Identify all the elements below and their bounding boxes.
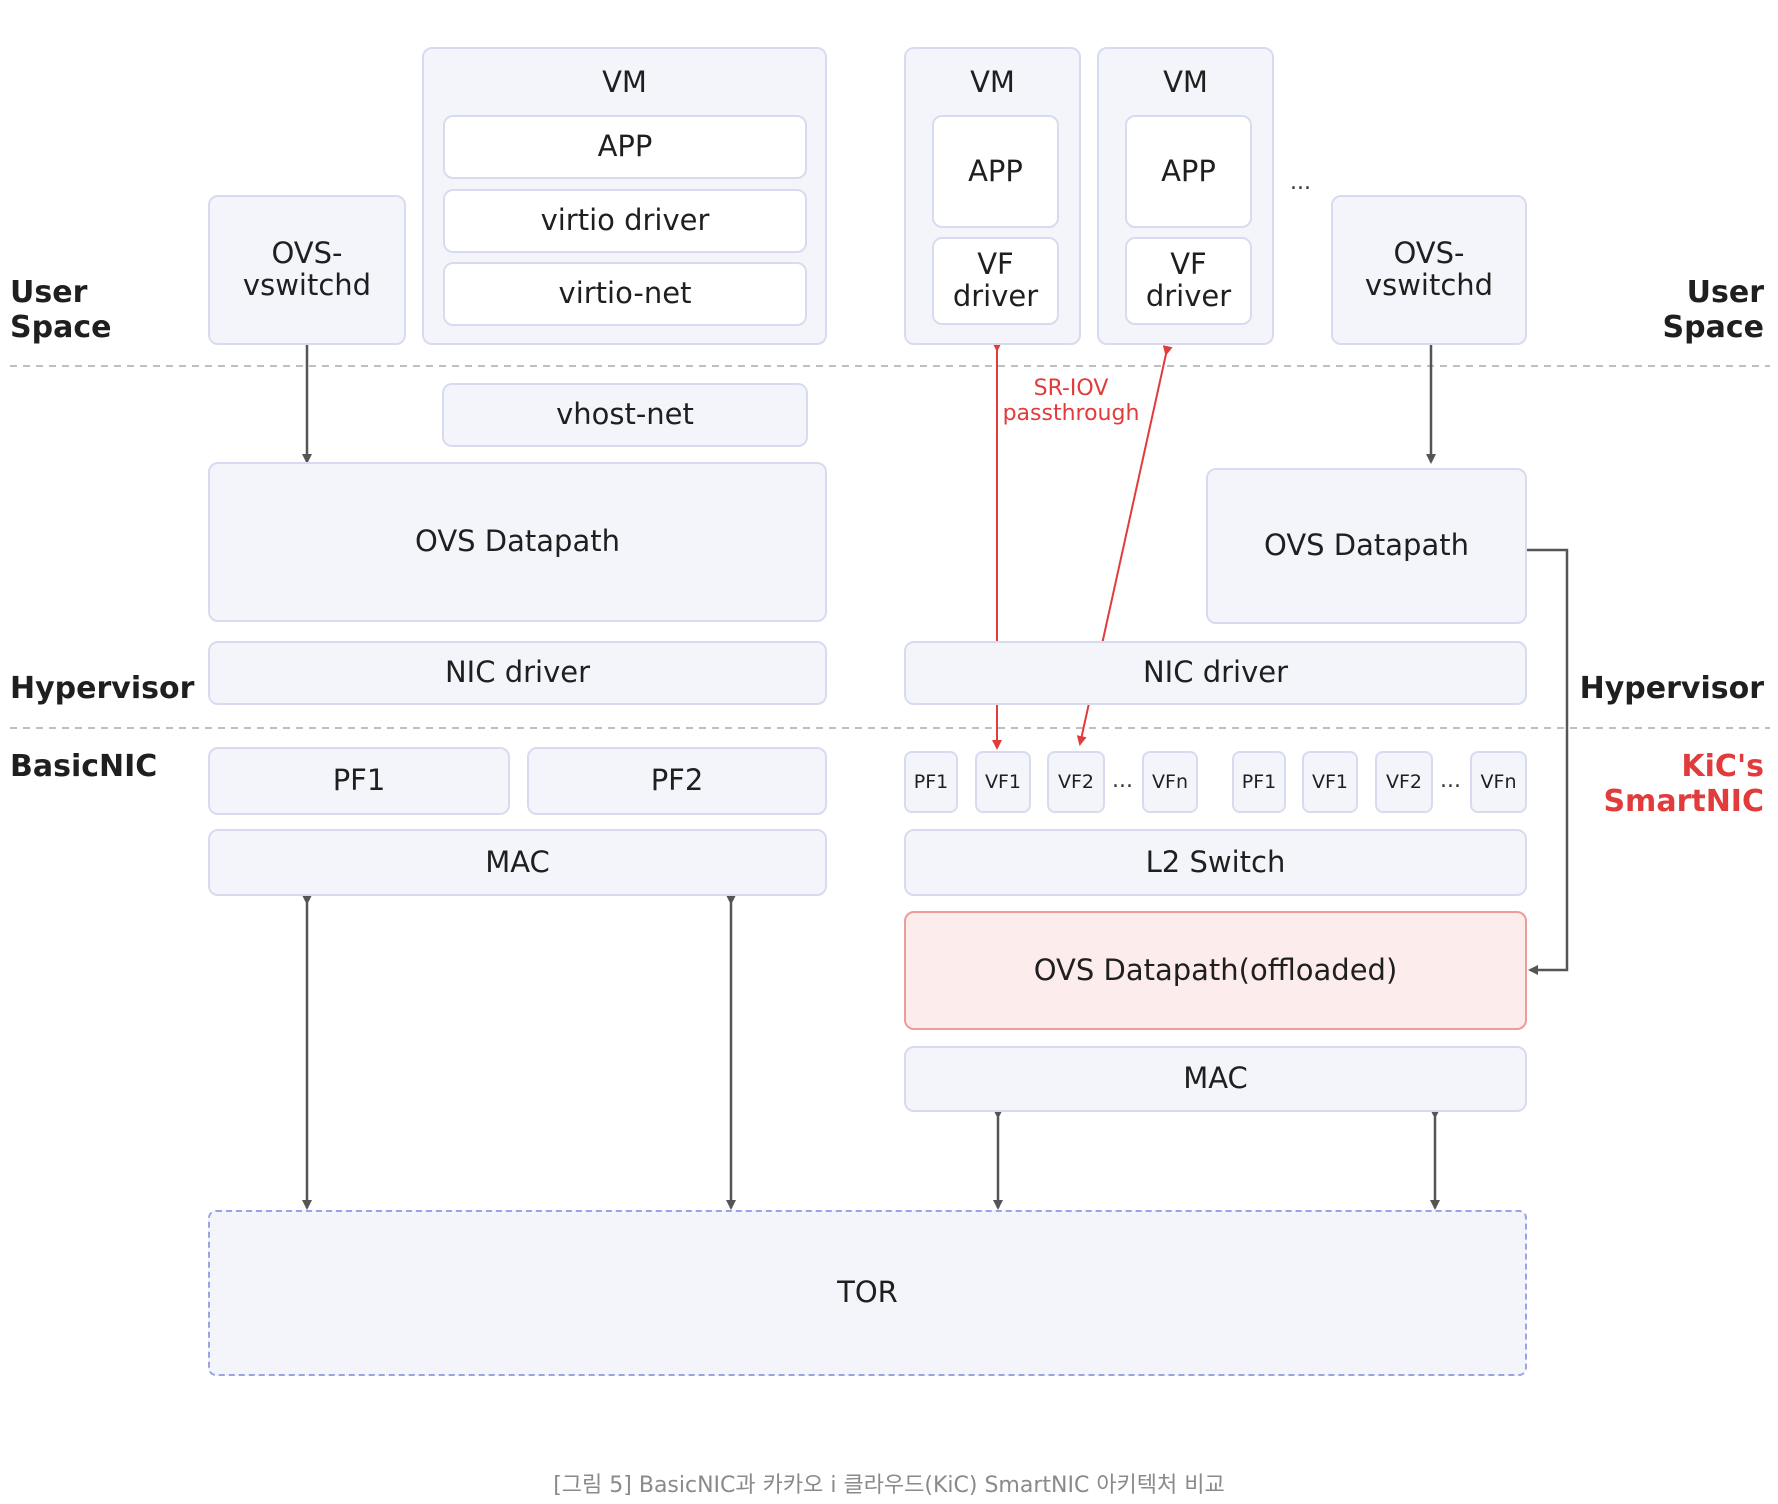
smart-vm-2-app: APP (1125, 115, 1252, 228)
smart-port-vf2-left: VF2 (1047, 751, 1105, 813)
smart-ovs-vswitchd: OVS- vswitchd (1331, 195, 1527, 345)
figure-caption: [그림 5] BasicNIC과 카카오 i 클라우드(KiC) SmartNI… (553, 1473, 1225, 1498)
smart-ovs-datapath: OVS Datapath (1206, 468, 1527, 624)
basic-ovs-vswitchd: OVS- vswitchd (208, 195, 406, 345)
label-hypervisor-left: Hypervisor (10, 671, 195, 706)
more-vms-ellipsis: ... (1290, 170, 1311, 195)
label-basicnic: BasicNIC (10, 749, 158, 784)
smart-ovs-datapath-offloaded: OVS Datapath(offloaded) (904, 911, 1527, 1030)
basic-mac: MAC (208, 829, 827, 896)
smart-port-vf1-right: VF1 (1302, 751, 1358, 813)
smart-port-pf1-right: PF1 (1232, 751, 1286, 813)
arrow-datapath-to-offloaded (1527, 548, 1569, 975)
basic-vm-title: VM (602, 65, 647, 99)
basic-ovs-datapath: OVS Datapath (208, 462, 827, 622)
label-kic-smartnic: KiC's SmartNIC (1603, 749, 1764, 819)
basic-virtio-net: virtio-net (443, 262, 807, 326)
basic-vm: VM APP virtio driver virtio-net (422, 47, 827, 345)
smart-vm-2: VM APP VF driver (1097, 47, 1274, 345)
smart-nic-driver: NIC driver (904, 641, 1527, 705)
smart-mac: MAC (904, 1046, 1527, 1112)
basic-nic-driver: NIC driver (208, 641, 827, 705)
smart-vm-2-title: VM (1163, 65, 1208, 99)
smart-port-vf2-right: VF2 (1375, 751, 1433, 813)
basic-app: APP (443, 115, 807, 179)
port-ellipsis-left: ... (1112, 768, 1133, 793)
smart-vm-1-app: APP (932, 115, 1059, 228)
basic-vhost-net: vhost-net (442, 383, 808, 447)
smart-vm-1-vf-driver: VF driver (932, 237, 1059, 325)
basic-virtio-driver: virtio driver (443, 189, 807, 253)
smart-vm-1: VM APP VF driver (904, 47, 1081, 345)
basic-pf1: PF1 (208, 747, 510, 815)
label-hypervisor-right: Hypervisor (1579, 671, 1764, 706)
smart-vm-2-vf-driver: VF driver (1125, 237, 1252, 325)
basic-pf2: PF2 (527, 747, 827, 815)
label-user-space-right: User Space (1662, 275, 1764, 345)
smart-l2-switch: L2 Switch (904, 829, 1527, 896)
smart-port-vf1-left: VF1 (975, 751, 1031, 813)
smart-port-pf1-left: PF1 (904, 751, 958, 813)
sriov-passthrough-label: SR-IOV passthrough (1002, 376, 1140, 427)
port-ellipsis-right: ... (1440, 768, 1461, 793)
smart-port-vfn-left: VFn (1142, 751, 1198, 813)
tor-switch: TOR (208, 1210, 1527, 1376)
smart-port-vfn-right: VFn (1470, 751, 1527, 813)
smart-vm-1-title: VM (970, 65, 1015, 99)
label-user-space-left: User Space (10, 275, 112, 345)
